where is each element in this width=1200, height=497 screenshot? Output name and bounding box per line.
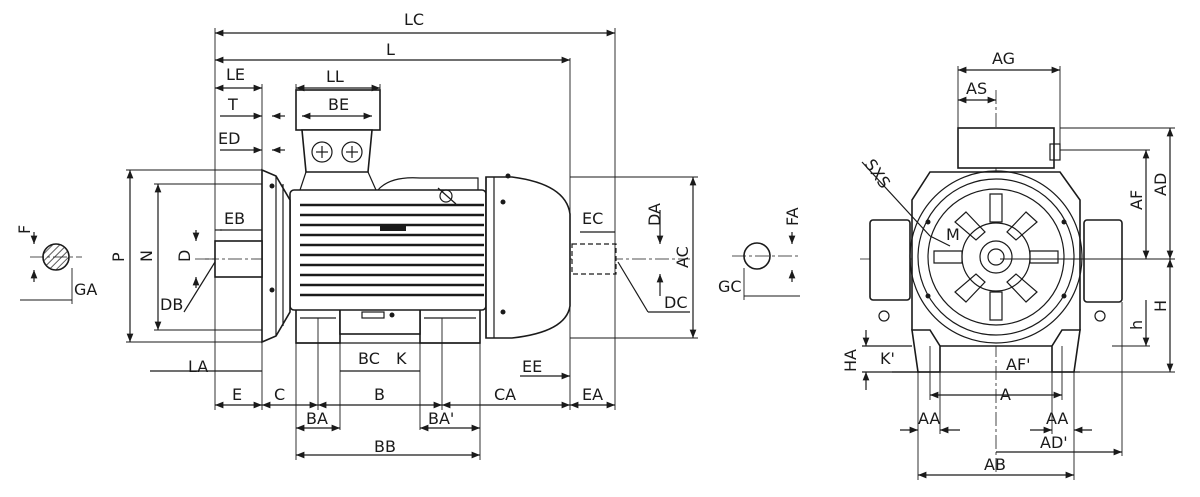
- side-endshield-de: [261, 168, 291, 344]
- label-D: D: [175, 250, 194, 262]
- side-terminal-box: [295, 89, 381, 191]
- label-P: P: [109, 252, 128, 262]
- label-EA: EA: [582, 385, 603, 404]
- label-AA-right: AA: [1046, 409, 1068, 428]
- end-fan-outer: [909, 170, 1083, 344]
- side-fan-cover: [485, 173, 571, 339]
- side-bottom-dimensions: [150, 318, 615, 460]
- shaft-section-de: [20, 232, 82, 304]
- label-GA: GA: [74, 280, 97, 299]
- label-BB: BB: [374, 437, 396, 456]
- label-AS: AS: [966, 79, 987, 98]
- end-fan-spokes: [933, 193, 1059, 321]
- label-AF: AF: [1127, 190, 1146, 210]
- label-SXS: SXS: [861, 155, 895, 192]
- side-stator-body: [289, 177, 487, 311]
- label-B: B: [374, 385, 385, 404]
- label-E: E: [232, 385, 242, 404]
- label-FA: FA: [783, 207, 802, 226]
- label-A: A: [1000, 385, 1011, 404]
- label-LE: LE: [226, 65, 245, 84]
- label-DB: DB: [160, 295, 183, 314]
- label-BA: BA: [306, 409, 328, 428]
- label-AA-left: AA: [918, 409, 940, 428]
- end-view: [860, 66, 1175, 480]
- label-LL: LL: [326, 67, 344, 86]
- label-K-prime: K': [880, 349, 895, 368]
- label-F: F: [15, 225, 34, 234]
- shaft-section-nde: [732, 232, 800, 300]
- label-H: H: [1151, 300, 1170, 312]
- label-CA: CA: [494, 385, 516, 404]
- label-AD: AD: [1151, 173, 1170, 196]
- label-EB: EB: [224, 209, 245, 228]
- label-C: C: [274, 385, 285, 404]
- side-left-dimensions: [126, 169, 262, 372]
- side-shaft-nde: [571, 243, 617, 275]
- side-view: [126, 28, 698, 460]
- label-EE: EE: [522, 357, 542, 376]
- label-DC: DC: [664, 293, 688, 312]
- label-ED: ED: [218, 129, 240, 148]
- label-HA: HA: [841, 349, 860, 372]
- label-N: N: [137, 250, 156, 262]
- label-BE: BE: [328, 95, 349, 114]
- label-L: L: [386, 40, 395, 59]
- end-dimensions: [861, 66, 1175, 480]
- label-K: K: [396, 349, 407, 368]
- end-terminal-box: [957, 127, 1055, 169]
- dimension-labels: LC L LE LL T BE ED EB EC DA FA F GA P N …: [15, 10, 1170, 474]
- label-h: h: [1127, 320, 1146, 330]
- label-AF-prime: AF': [1006, 355, 1031, 374]
- label-T: T: [227, 95, 238, 114]
- label-AB: AB: [984, 455, 1006, 474]
- label-LA: LA: [188, 357, 208, 376]
- label-BA-prime: BA': [428, 409, 454, 428]
- side-right-dimensions: [520, 176, 698, 380]
- label-AD-prime: AD': [1040, 433, 1068, 452]
- label-AC: AC: [673, 246, 692, 268]
- label-GC: GC: [718, 277, 742, 296]
- label-LC: LC: [404, 10, 424, 29]
- label-DA: DA: [645, 203, 664, 226]
- label-BC: BC: [358, 349, 380, 368]
- label-M: M: [946, 225, 960, 244]
- label-AG: AG: [992, 49, 1015, 68]
- label-EC: EC: [582, 209, 603, 228]
- side-top-dimensions: [214, 28, 616, 410]
